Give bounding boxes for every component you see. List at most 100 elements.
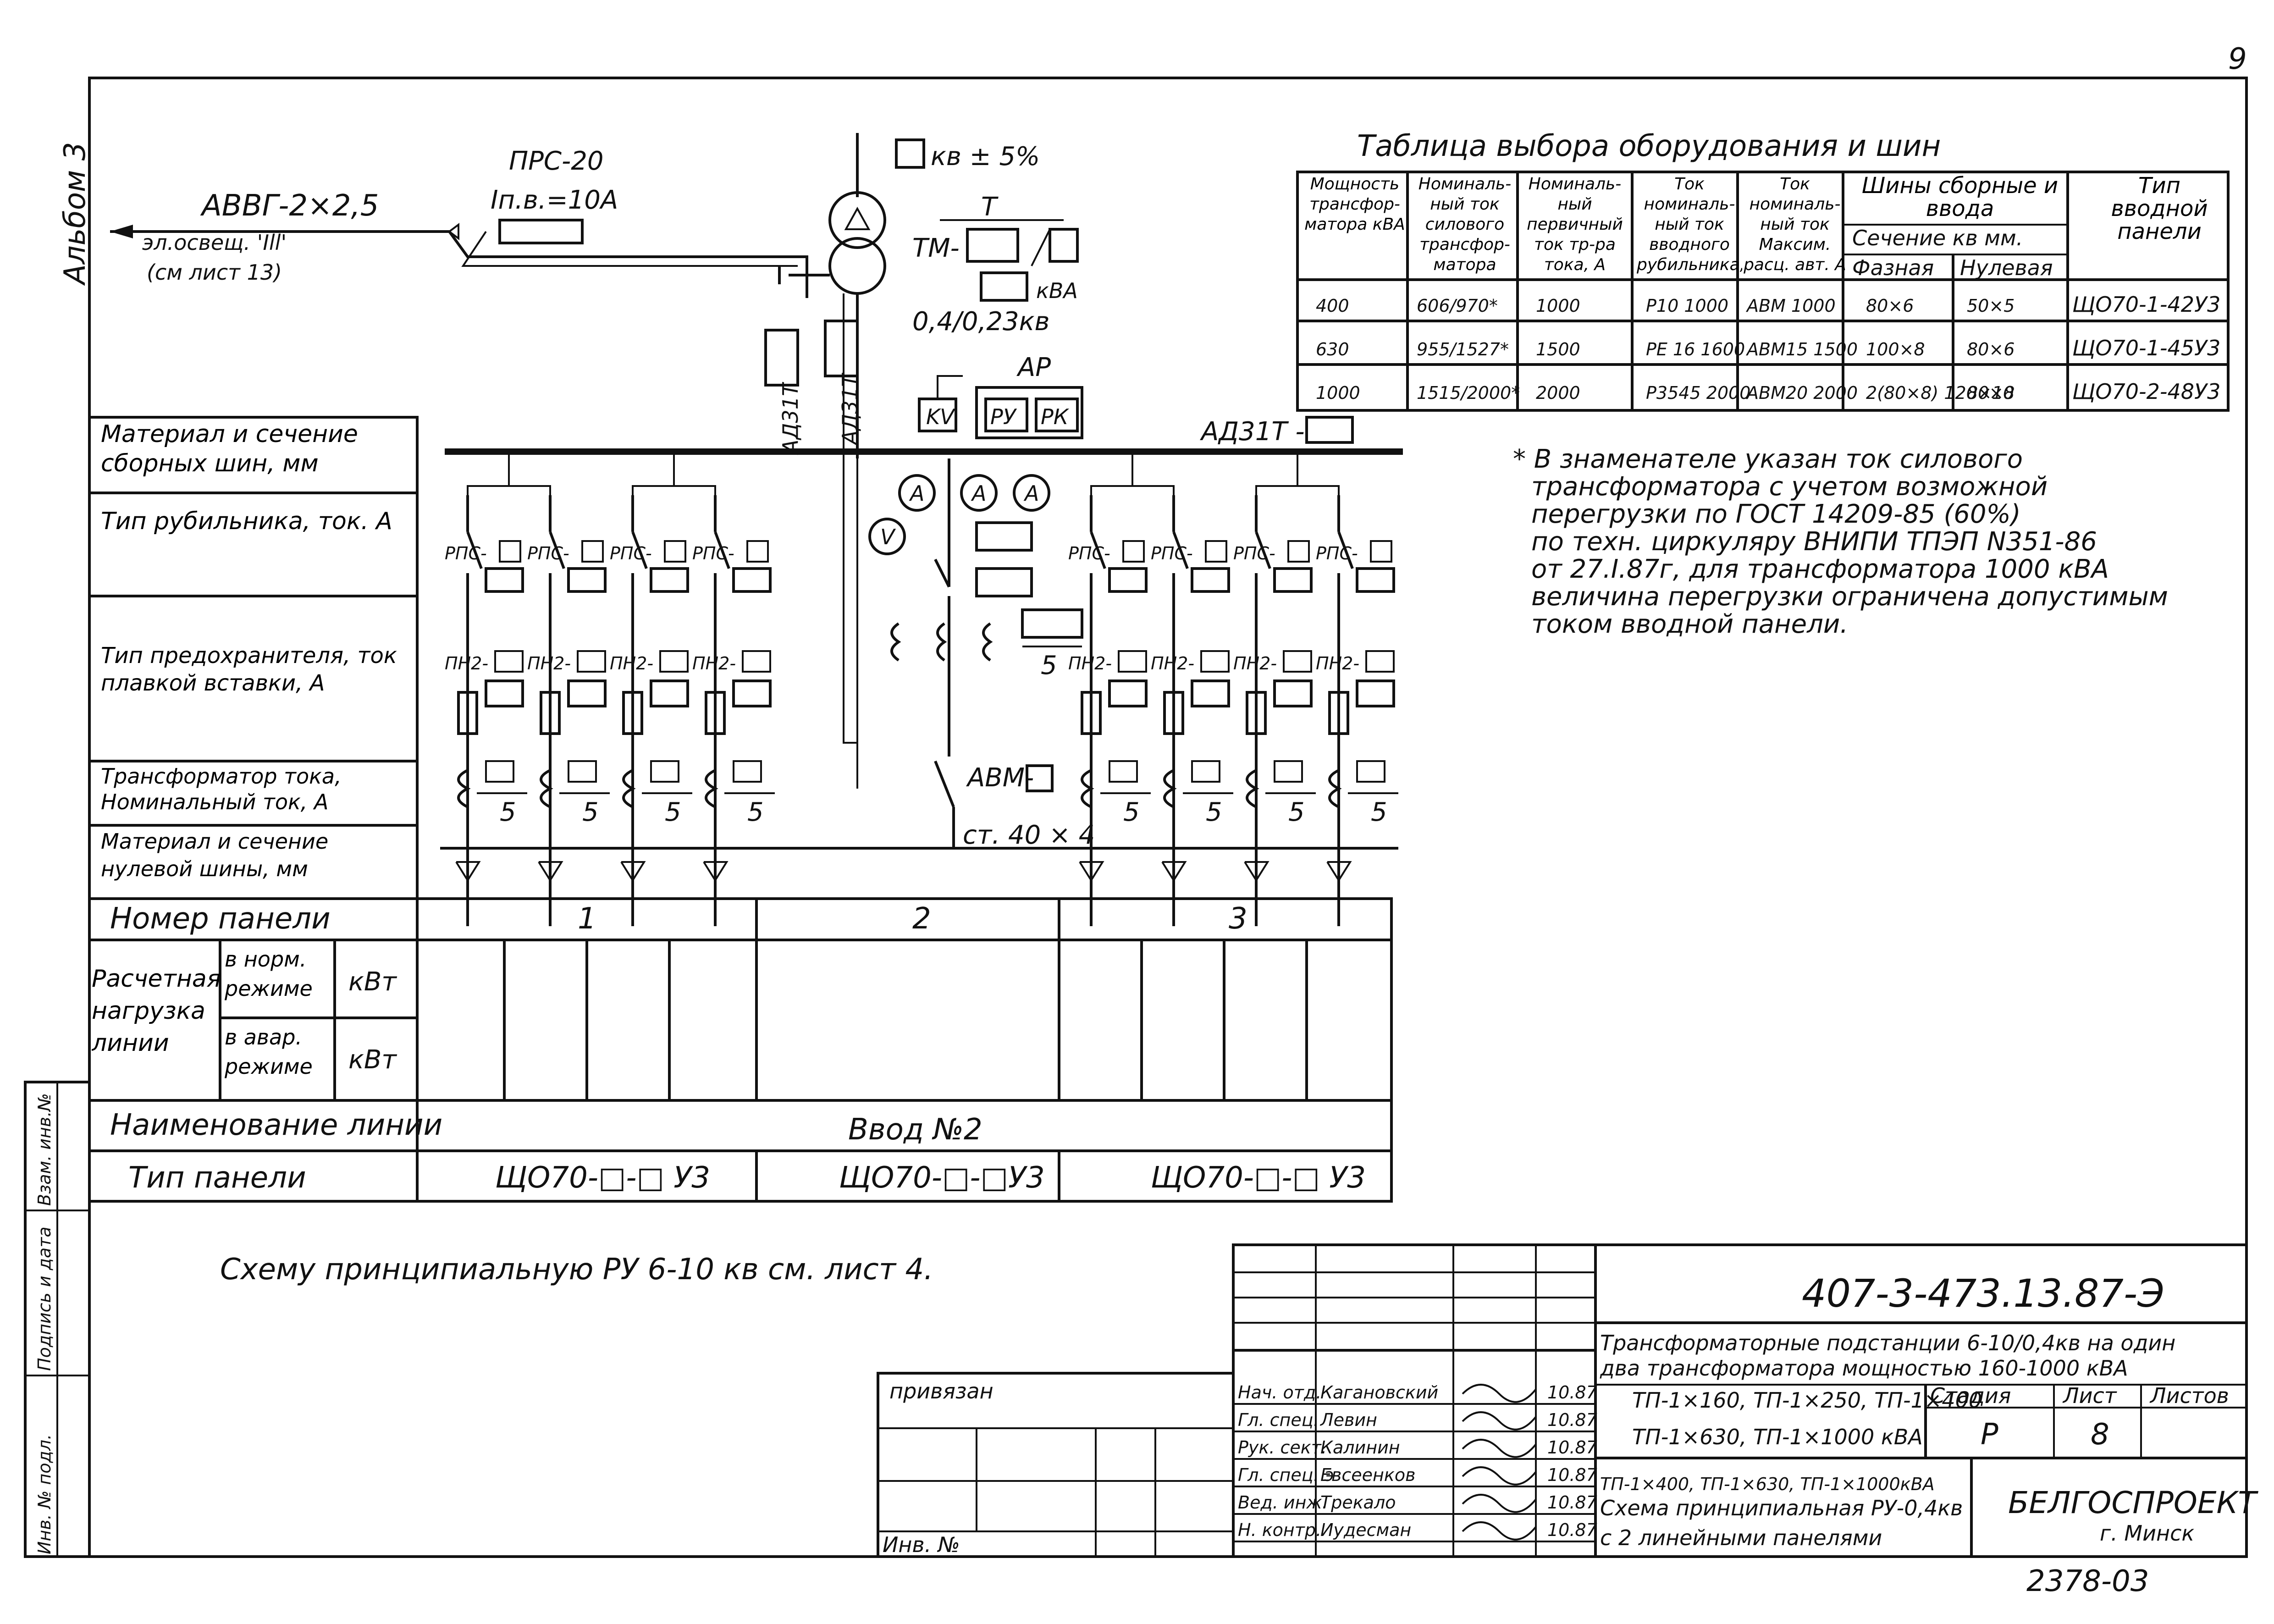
staff-role: Гл. спец. э: [1238, 1465, 1334, 1485]
equipment-cell: 100×8: [1866, 339, 1925, 359]
staff-name: Евсеенков: [1320, 1465, 1416, 1485]
switch-label: РПС-: [1068, 543, 1110, 563]
ct-ratio: 5: [1123, 797, 1140, 827]
staff-name: Трекало: [1320, 1492, 1396, 1513]
staff-role: Н. контр.: [1238, 1520, 1321, 1540]
fuse-label: ПН2-: [1068, 653, 1112, 674]
auto-reserve-block: АР KV РУ РК: [918, 353, 1083, 439]
switch-label: РПС-: [1151, 543, 1193, 563]
svg-text:V: V: [880, 525, 896, 549]
equipment-header: Номиналь- ный ток силового трансфор- мат…: [1418, 175, 1512, 274]
binding-strip: Взам. инв.№ Подпись и дата Инв. № подл.: [24, 1081, 91, 1558]
scheme-reference-note: Схему принципиальную РУ 6-10 кв см. лист…: [220, 1253, 933, 1287]
fuse-label: ПН2-: [527, 653, 571, 674]
panel-type-label: Тип панели: [128, 1161, 306, 1195]
equipment-cell: АВМ15 1500: [1745, 339, 1858, 359]
signature: [1462, 1439, 1537, 1458]
note-line: по техн. циркуляру ВНИПИ ТПЭП N351-86: [1531, 527, 2097, 557]
svg-text:А: А: [1023, 481, 1039, 506]
signature: [1462, 1466, 1537, 1486]
equipment-header: Шины сборные и ввода: [1861, 174, 2059, 221]
power-transformer: кв ± 5% Т ТМ- кВА 0,4/0,23кв АД31Т АД31Т: [764, 133, 1079, 458]
ammeter-1: [898, 474, 936, 512]
ad31t-label-a: АД31Т: [778, 381, 803, 455]
staff-date: 10.87: [1547, 1465, 1597, 1485]
ad31t-label-b: АД31Т: [838, 372, 862, 446]
line-name-value: Ввод №2: [848, 1113, 982, 1147]
panel-1: 1: [578, 902, 596, 936]
feeder-cell: РПС-ПН2-5: [445, 454, 551, 926]
calc-load-label: Расчетная нагрузка линии: [92, 965, 220, 1057]
stage-value: Р: [1981, 1418, 1998, 1452]
equipment-cell: 1000: [1536, 296, 1580, 316]
tap-range-label: кв ± 5%: [931, 142, 1040, 171]
svg-text:А: А: [909, 481, 924, 506]
kw-unit-emergency: кВт: [348, 1045, 397, 1075]
fuse-label: ПН2-: [445, 653, 488, 674]
cable-label: АВВГ-2×2,5: [200, 189, 379, 223]
note-line: трансформатора с учетом возможной: [1531, 472, 2048, 502]
feeder-cell: РПС-ПН2-5: [1151, 495, 1233, 926]
equipment-cell: 50×5: [1967, 296, 2015, 316]
strip-label-sign: Подпись и дата: [34, 1226, 55, 1371]
attached-label: привязан: [889, 1379, 993, 1403]
drawing-title-1: ТП-1×400, ТП-1×630, ТП-1×1000кВА: [1600, 1474, 1935, 1494]
fuse-label: ПН2-: [1151, 653, 1194, 674]
project-title-2: два трансформатора мощностью 160-1000 кВ…: [1600, 1356, 2128, 1381]
staff-name: Левин: [1319, 1410, 1377, 1430]
variants-2: ТП-1×630, ТП-1×1000 кВА: [1632, 1425, 1923, 1449]
equipment-table: Таблица выбора оборудования и шин Мощнос…: [1296, 129, 2230, 412]
drawing-title-2: Схема принципиальная РУ-0,4кв: [1600, 1496, 1963, 1520]
signature: [1462, 1521, 1537, 1541]
album-label: Альбом 3: [58, 142, 92, 286]
input-ct-ratio: 5: [1041, 651, 1057, 680]
ct-ratio: 5: [1288, 797, 1305, 827]
inventory-label: Инв. №: [883, 1532, 960, 1557]
switch-label: РПС-: [1233, 543, 1275, 563]
feeder-cell: РПС-ПН2-5: [1316, 495, 1398, 926]
note-line: величина перегрузки ограничена допустимы…: [1531, 582, 2168, 612]
document-code: 407-3-473.13.87-Э: [1802, 1271, 2164, 1316]
voltmeter: [868, 518, 906, 555]
equipment-cell: Р3545 2000: [1646, 383, 1750, 403]
equipment-cell: 80×8: [1967, 383, 2015, 403]
note-block: * В знаменателе указан ток силовоготранс…: [1513, 444, 2168, 639]
panel-3: 3: [1229, 902, 1247, 936]
staff-name: Кагановский: [1320, 1382, 1438, 1403]
panel-table: Номер панели 1 2 3 Расчетная нагрузка ли…: [88, 897, 1393, 1203]
bus-zero-header: Нулевая: [1960, 255, 2053, 280]
staff-role: Гл. спец.: [1238, 1410, 1319, 1430]
panel-type-3: ЩО70-□-□ У3: [1151, 1161, 1366, 1195]
equipment-table-title: Таблица выбора оборудования и шин: [1357, 129, 1941, 163]
equipment-header: Ток номиналь- ный ток вводного рубильник…: [1637, 175, 1742, 277]
archive-number: 2378-03: [2026, 1564, 2149, 1598]
emergency-mode-label: в авар. режиме: [225, 1025, 313, 1079]
equipment-cell: 1515/2000*: [1417, 383, 1520, 403]
switch-label: РПС-: [610, 543, 652, 563]
input-panel: А А А V 5 АВМ-: [843, 449, 1083, 848]
ar-label: АР: [1016, 353, 1051, 382]
rk-relay: [1035, 398, 1079, 432]
equipment-cell: 1500: [1536, 339, 1580, 359]
panel-2: 2: [912, 902, 931, 936]
equipment-header: Номиналь- ный первичный ток тр-ра тока, …: [1527, 175, 1623, 274]
strip-label-replace: Взам. инв.№: [34, 1093, 55, 1206]
strip-label-inv: Инв. № подл.: [34, 1434, 55, 1554]
fuse-current-label: Iп.в.=10А: [491, 185, 618, 215]
equipment-cell: ЩО70-1-42У3: [2072, 292, 2220, 317]
ct-ratio: 5: [665, 797, 681, 827]
feeder-cell: РПС-ПН2-5: [692, 495, 775, 926]
feeder-cell: РПС-ПН2-5: [527, 495, 610, 926]
equipment-cell: ЩО70-1-45У3: [2072, 336, 2220, 360]
signature: [1462, 1411, 1537, 1431]
note-line: от 27.I.87г, для трансформатора 1000 кВА: [1531, 554, 2109, 584]
row-label-bus: Материал и сечение сборных шин, мм: [101, 420, 358, 477]
svg-text:РК: РК: [1041, 404, 1070, 429]
panel-number-label: Номер панели: [110, 902, 331, 936]
equipment-cell: 1000: [1316, 383, 1360, 403]
equipment-header: Тип вводной панели: [2111, 174, 2208, 244]
ammeter-3: [1013, 474, 1050, 512]
fuse-label: ПН2-: [1233, 653, 1277, 674]
